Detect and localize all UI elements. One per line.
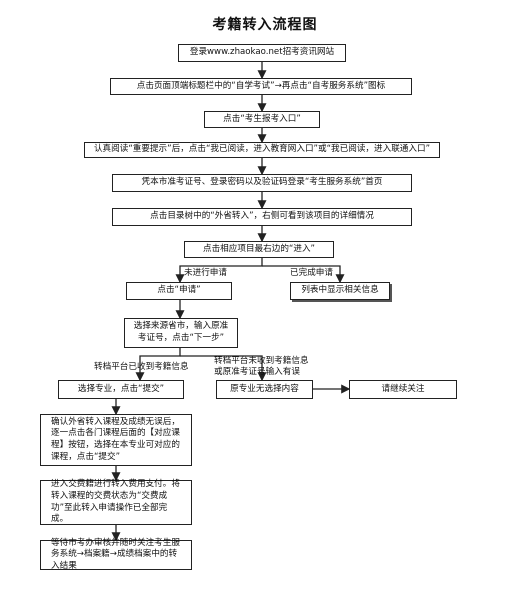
step-confirm-courses: 确认外省转入课程及成绩无误后，逐一点击各门课程后面的【对应课程】按钮，选择在本专… (40, 414, 192, 466)
label-not-received-1: 转档平台未收到考籍信息 (214, 356, 309, 366)
step-click-entry: 点击“考生报考入口” (204, 111, 320, 128)
step-keep-watch: 请继续关注 (349, 380, 457, 399)
step-pay: 进入交费籍进行转入费用支付。将转入课程的交费状态为“交费成功”至此转入申请操作已… (40, 479, 192, 525)
label-received: 转档平台已收到考籍信息 (94, 362, 189, 372)
step-wait-review: 等待市考办审核并随时关注考生服务系统→档案籍→成绩档案中的转入结果 (40, 538, 192, 571)
step-choose-source: 选择来源省市，输入原准考证号，点击“下一步” (124, 318, 238, 348)
step-choose-major: 选择专业，点击“提交” (58, 380, 184, 399)
step-read-notice: 认真阅读“重要提示”后，点击“我已阅读，进入教育网入口”或“我已阅读，进入联通入… (84, 142, 440, 158)
step-catalog: 点击目录树中的“外省转入”，右侧可看到该项目的详细情况 (112, 208, 412, 226)
step-enter: 点击相应项目最右边的“进入” (184, 241, 334, 258)
step-click-nav: 点击页面顶端标题栏中的“自学考试”→再点击“自考服务系统”图标 (110, 78, 412, 95)
label-not-received-2: 或原准考证号输入有误 (214, 367, 300, 377)
label-applied: 已完成申请 (290, 268, 333, 278)
step-apply: 点击“申请” (126, 282, 232, 300)
step-list-info: 列表中显示相关信息 (290, 282, 390, 300)
step-no-major: 原专业无选择内容 (216, 380, 313, 399)
label-not-applied: 未进行申请 (184, 268, 227, 278)
diagram-title: 考籍转入流程图 (212, 17, 318, 33)
step-credentials: 凭本市准考证号、登录密码以及验证码登录“考生服务系统”首页 (112, 174, 412, 192)
step-login: 登录www.zhaokao.net招考资讯网站 (178, 44, 346, 62)
